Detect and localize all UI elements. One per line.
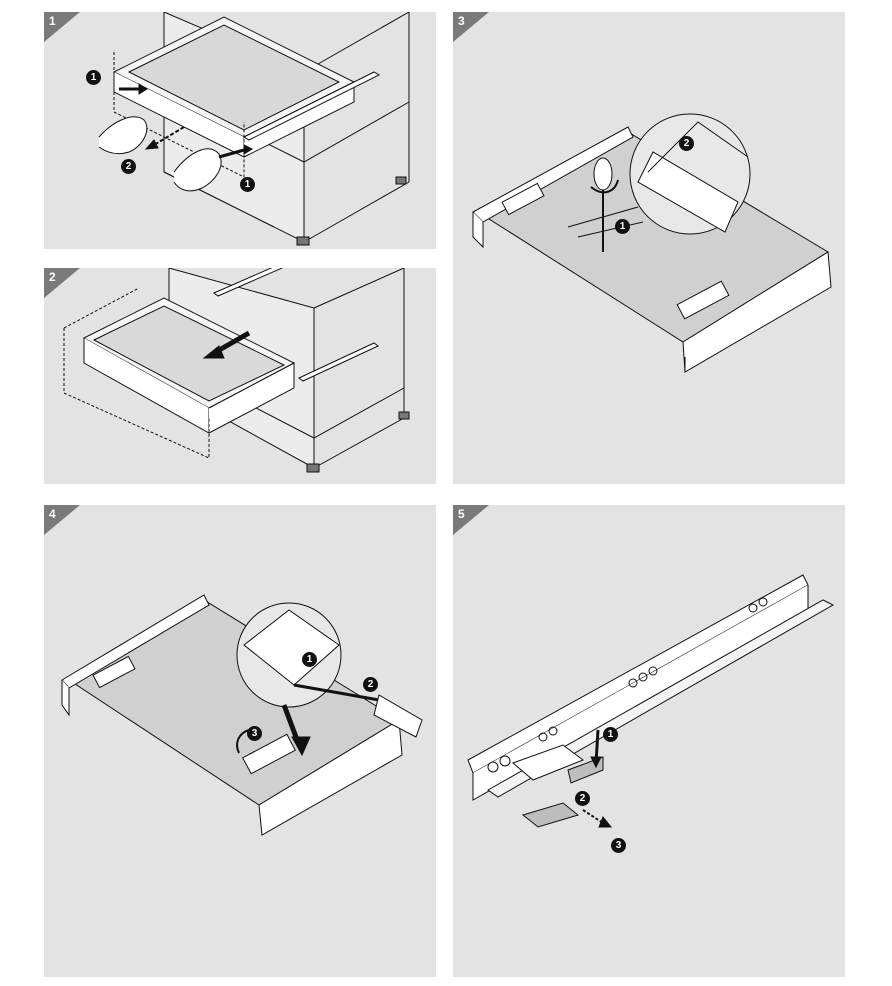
- step-4-panel: 4 1 2 3: [44, 505, 436, 977]
- step-number: 3: [458, 14, 465, 28]
- step-2-illustration: [63, 268, 410, 473]
- step-badge-shape: [453, 12, 489, 42]
- step-number: 4: [49, 507, 56, 521]
- step-badge-shape: [44, 12, 80, 42]
- step-1-badge: 1: [44, 12, 80, 48]
- callout-3: 3: [611, 838, 626, 853]
- step-badge-shape: [44, 268, 80, 298]
- callout-1: 1: [603, 727, 618, 742]
- step-3-illustration: [472, 113, 832, 373]
- callout-2: 2: [679, 136, 694, 151]
- step-5-badge: 5: [453, 505, 489, 541]
- callout-1: 1: [615, 219, 630, 234]
- step-4-illustration: [61, 594, 423, 836]
- step-number: 1: [49, 14, 56, 28]
- step-1-illustration: [98, 12, 410, 246]
- callout-3: 3: [247, 726, 262, 741]
- step-2-badge: 2: [44, 268, 80, 304]
- step-number: 2: [49, 270, 56, 284]
- step-3-panel: 3 1 2: [453, 12, 845, 484]
- step-5-illustration: [467, 574, 835, 828]
- step-1-panel: 1 1 2 1: [44, 12, 436, 249]
- step-number: 5: [458, 507, 465, 521]
- step-2-panel: 2: [44, 268, 436, 484]
- step-badge-shape: [453, 505, 489, 535]
- step-4-badge: 4: [44, 505, 80, 541]
- callout-2: 2: [575, 791, 590, 806]
- callout-1: 1: [86, 70, 101, 85]
- callout-1: 1: [302, 652, 317, 667]
- step-3-badge: 3: [453, 12, 489, 48]
- callout-2: 2: [363, 677, 378, 692]
- step-5-panel: 5 1 2 3: [453, 505, 845, 977]
- callout-1: 1: [240, 177, 255, 192]
- callout-2: 2: [121, 159, 136, 174]
- step-badge-shape: [44, 505, 80, 535]
